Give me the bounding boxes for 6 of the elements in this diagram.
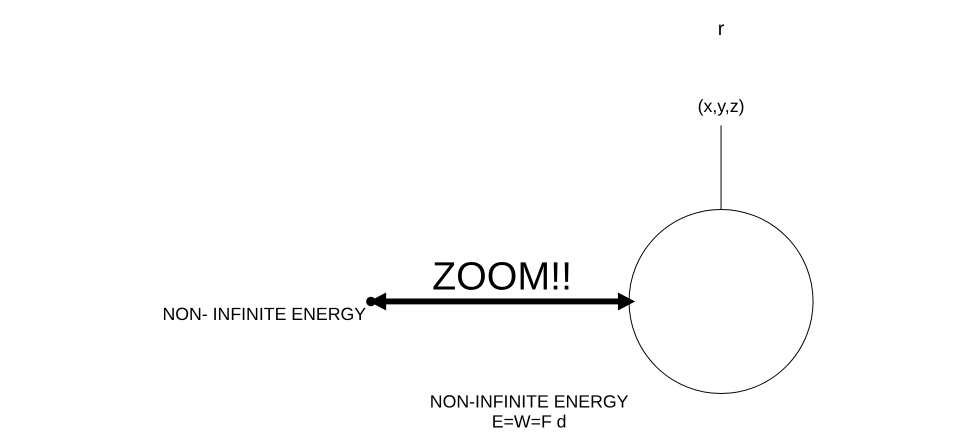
node-label: NON-INFINITE ENERGY bbox=[430, 392, 628, 412]
label: r bbox=[718, 18, 724, 40]
node-label: E=W=F d bbox=[492, 411, 567, 432]
node-label: NON- INFINITE ENERGY bbox=[162, 304, 366, 324]
node-text: (x,y,z) bbox=[698, 96, 744, 116]
edge-label: ZOOM!! bbox=[432, 254, 572, 299]
